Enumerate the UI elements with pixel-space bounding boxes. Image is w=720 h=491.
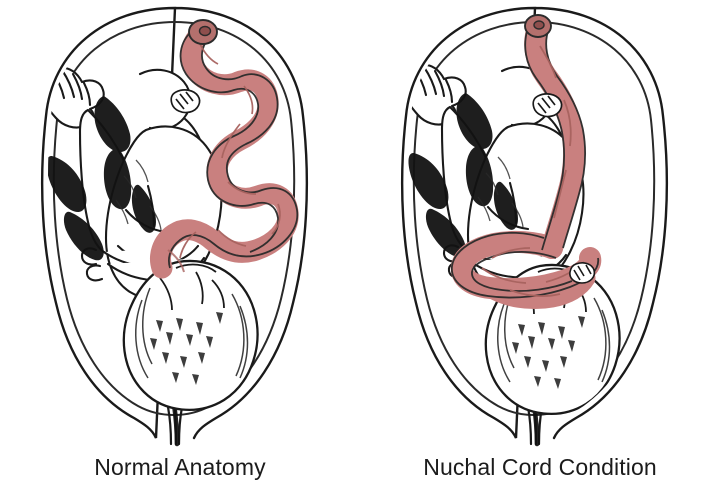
umbilical-cord	[150, 19, 299, 279]
fetal-shading	[408, 93, 518, 258]
fetal-hand-over-cord	[170, 89, 201, 114]
nuchal-cord-loop	[450, 230, 602, 301]
umbilical-cord	[450, 14, 602, 310]
panel-normal-anatomy: Normal Anatomy	[40, 6, 309, 480]
fetal-fingers-lower	[569, 262, 596, 284]
caption-normal-anatomy: Normal Anatomy	[94, 454, 266, 480]
normal-anatomy-illustration	[40, 6, 309, 447]
trunk-texture	[477, 156, 524, 228]
panel-nuchal-cord-condition: Nuchal Cord Condition	[360, 0, 720, 491]
cord-placental-insertion	[524, 14, 552, 38]
cervical-canal	[171, 401, 180, 447]
trunk-texture	[115, 159, 162, 231]
uterine-wall	[400, 6, 669, 440]
nuchal-cord-illustration	[400, 6, 669, 447]
fetal-hand-over-cord	[532, 93, 563, 118]
uterine-wall	[40, 6, 309, 440]
cord-placental-insertion	[188, 19, 218, 45]
caption-nuchal-cord-condition: Nuchal Cord Condition	[423, 454, 657, 480]
fetal-shading	[47, 96, 156, 261]
fetal-head	[122, 259, 259, 412]
